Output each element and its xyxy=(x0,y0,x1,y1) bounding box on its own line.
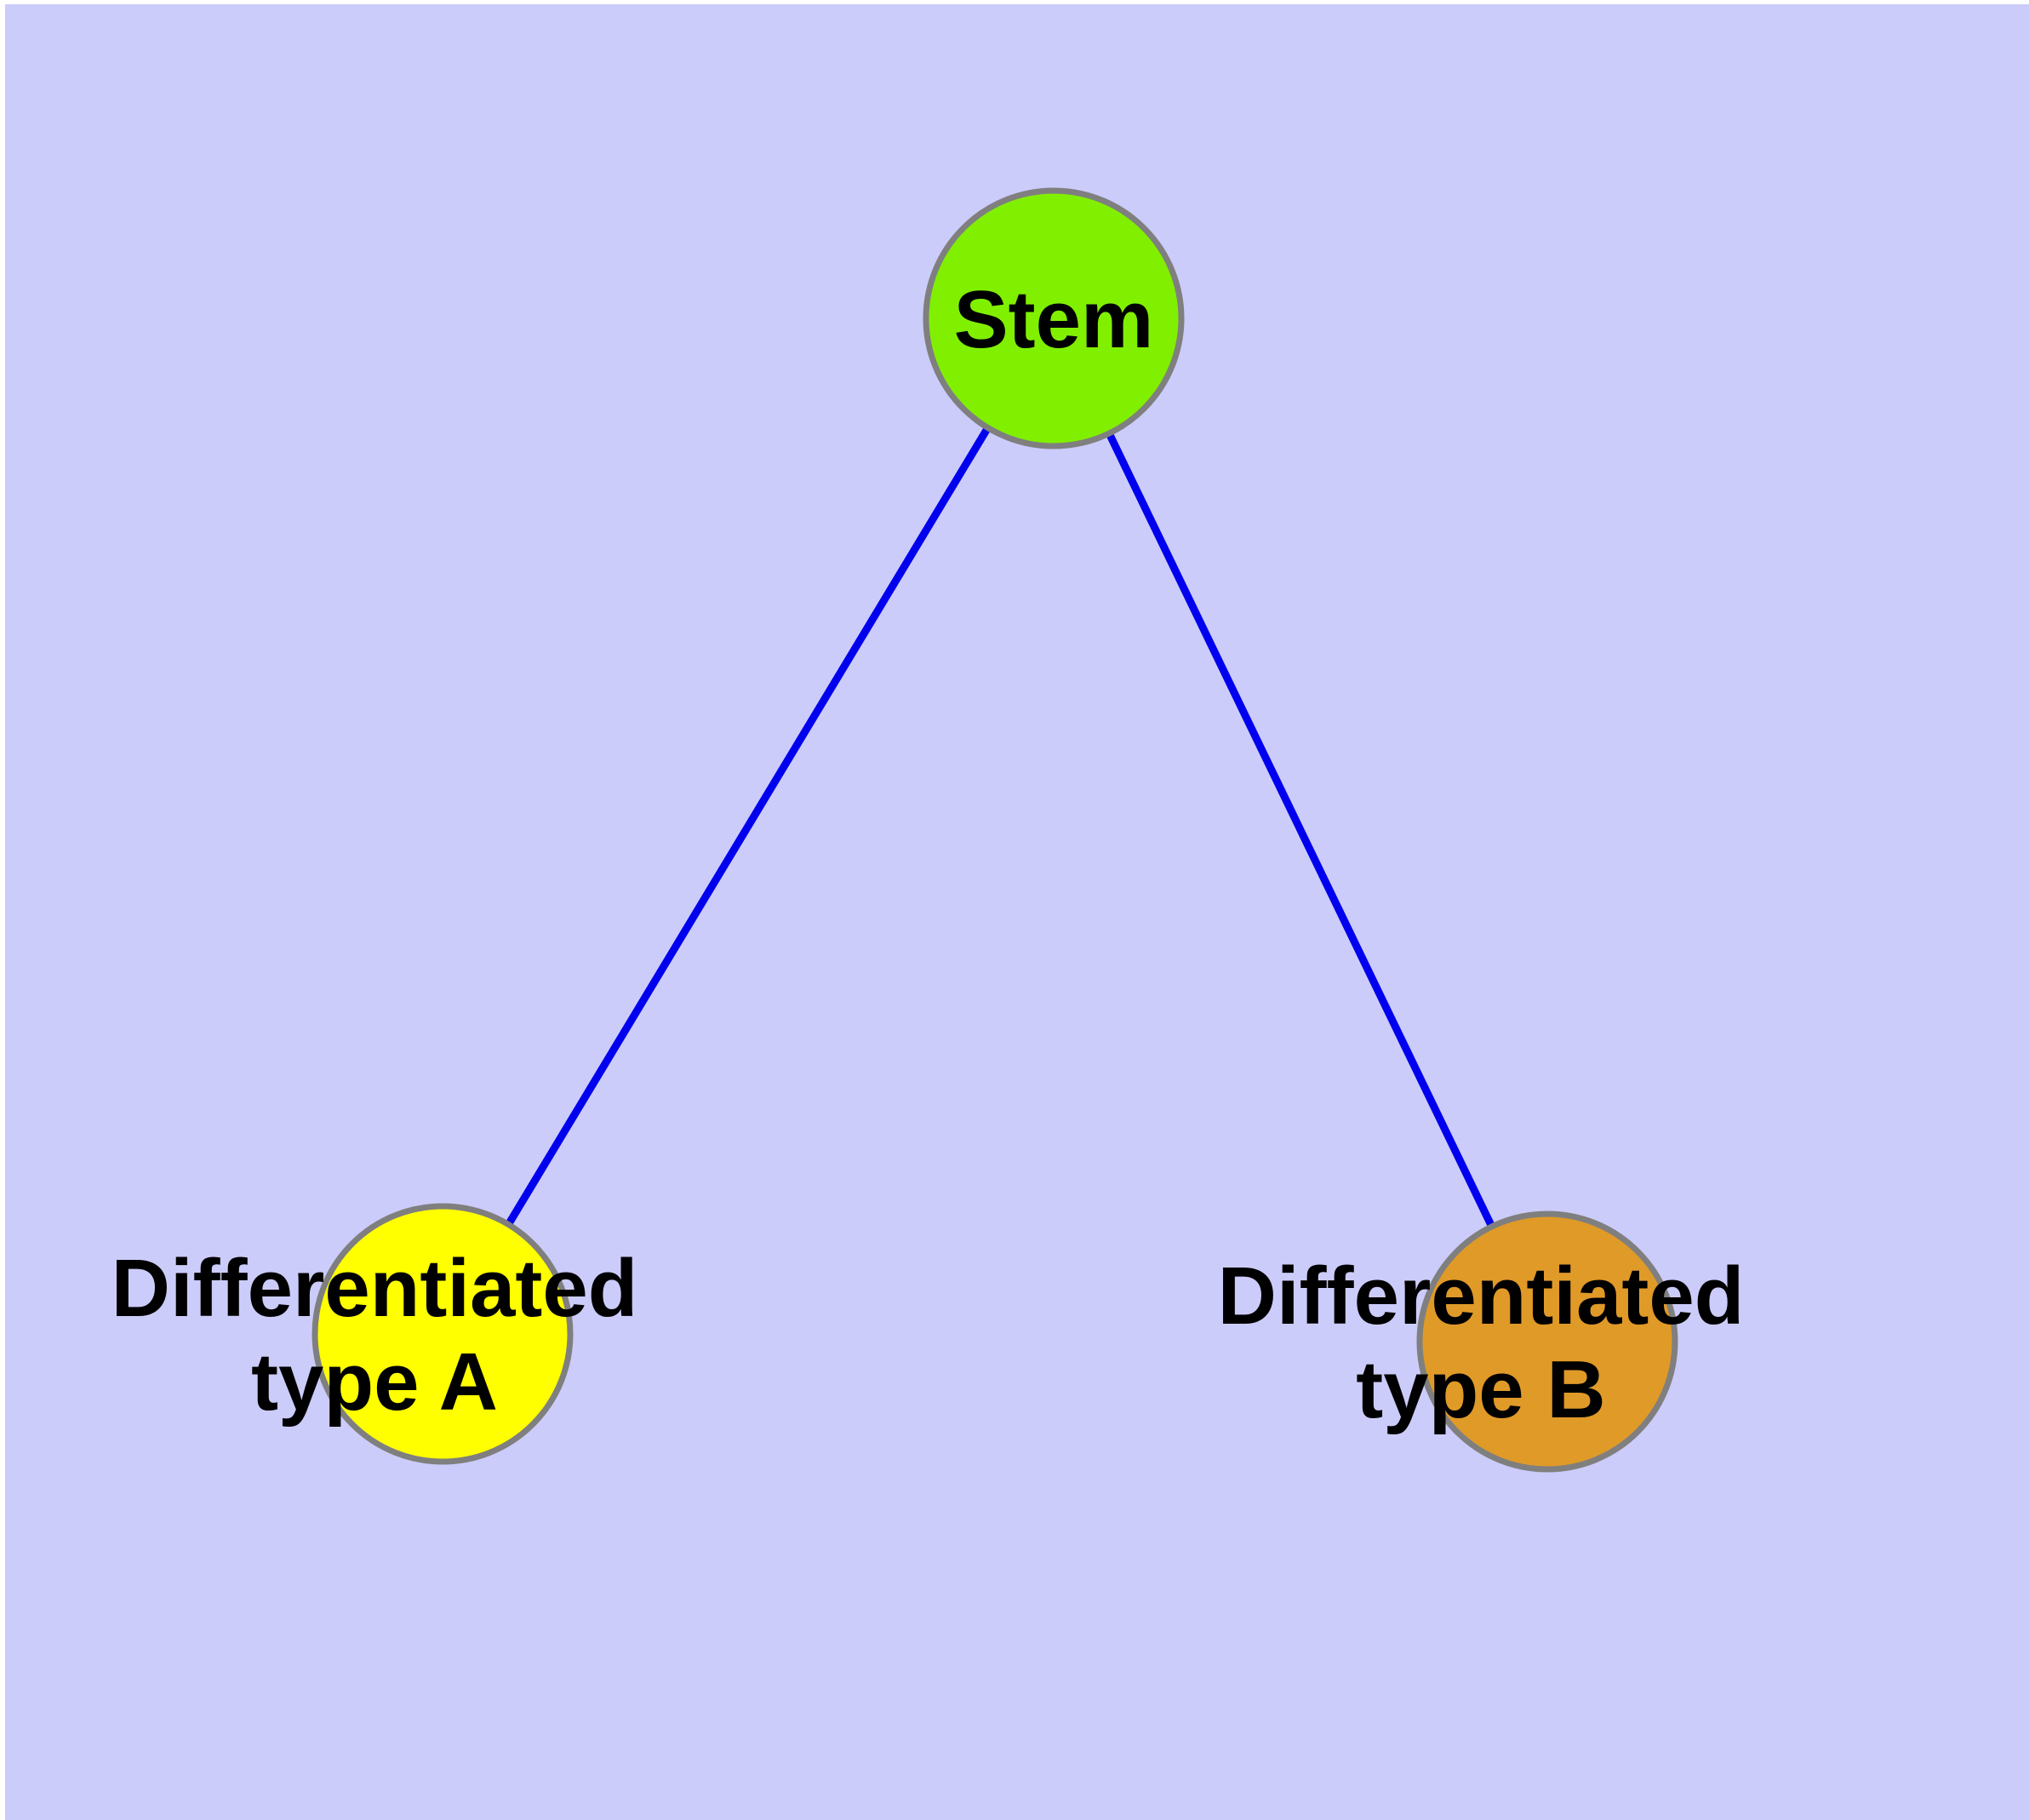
node-label-line: Stem xyxy=(954,274,1154,365)
node-circle-diff-b[interactable] xyxy=(1416,1210,1678,1473)
node-label-stem: Stem xyxy=(954,274,1154,365)
node-label-line: Differentiated xyxy=(111,1243,638,1334)
edges-layer xyxy=(439,316,1552,1343)
node-label-line: type A xyxy=(251,1336,498,1428)
node-circle-diff-a[interactable] xyxy=(311,1203,574,1465)
node-label-line: type B xyxy=(1356,1344,1605,1435)
graph-node-stem[interactable]: Stem xyxy=(923,187,1185,449)
graph-edge-stem-to-diff-a[interactable] xyxy=(439,316,1057,1336)
node-label-line: Differentiated xyxy=(1218,1251,1745,1342)
node-circle-stem[interactable] xyxy=(923,187,1185,449)
graph-edge-stem-to-diff-b[interactable] xyxy=(1049,317,1552,1343)
